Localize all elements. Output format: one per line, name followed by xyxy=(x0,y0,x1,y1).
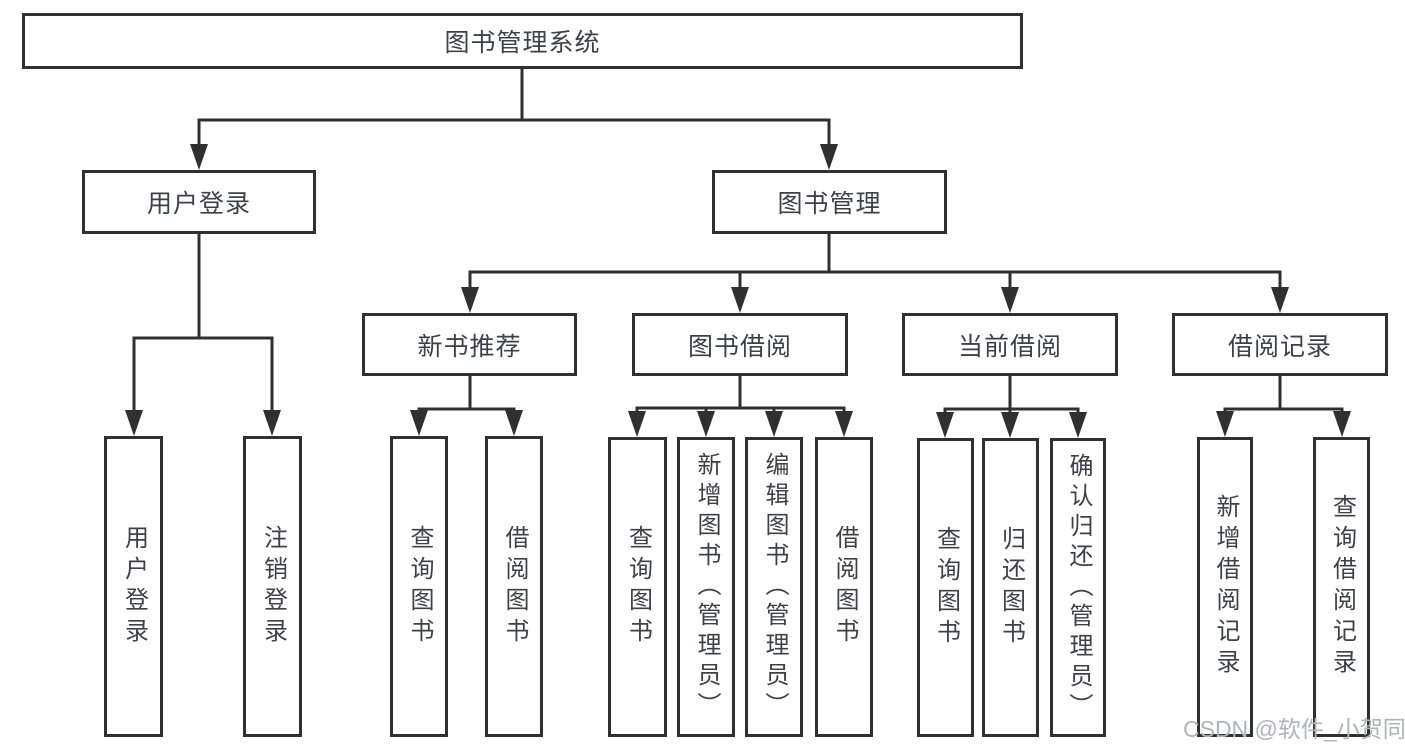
leaf-query-books-current: 查询图书 xyxy=(917,438,974,737)
leaf-logout: 注销登录 xyxy=(243,436,302,737)
node-new-book-recommend: 新书推荐 xyxy=(362,313,577,376)
leaf-borrow-books: 借阅图书 xyxy=(815,437,873,737)
node-borrow-records: 借阅记录 xyxy=(1172,313,1388,376)
watermark: CSDN @软件_小贺同学 xyxy=(1183,716,1405,742)
leaf-add-borrow-record: 新增借阅记录 xyxy=(1197,437,1253,737)
leaf-borrow-books-recommend: 借阅图书 xyxy=(485,436,543,737)
leaf-query-books-borrow: 查询图书 xyxy=(608,437,667,737)
leaf-confirm-return-admin: 确认归还（管理员） xyxy=(1050,438,1106,737)
node-root: 图书管理系统 xyxy=(22,13,1023,69)
node-current-borrow: 当前借阅 xyxy=(902,313,1118,376)
leaf-return-books: 归还图书 xyxy=(982,438,1039,737)
leaf-edit-books-admin: 编辑图书（管理员） xyxy=(745,437,803,737)
node-book-borrow: 图书借阅 xyxy=(632,313,848,376)
node-user-login: 用户登录 xyxy=(82,170,316,234)
arrowheads xyxy=(125,144,1351,438)
node-book-management: 图书管理 xyxy=(712,170,947,234)
leaf-query-books-recommend: 查询图书 xyxy=(390,436,448,737)
leaf-query-borrow-record: 查询借阅记录 xyxy=(1313,437,1370,737)
leaf-add-books-admin: 新增图书（管理员） xyxy=(677,437,735,737)
leaf-user-login: 用户登录 xyxy=(104,436,163,737)
